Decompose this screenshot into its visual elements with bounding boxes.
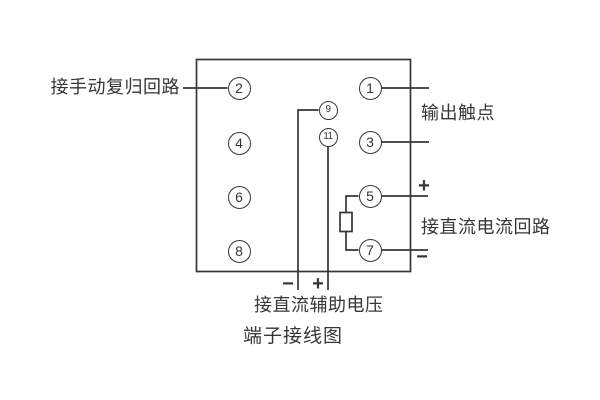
resistor-symbol bbox=[339, 211, 353, 233]
terminal-2: 2 bbox=[227, 76, 251, 100]
output-contact-label: 输出触点 bbox=[421, 103, 495, 123]
terminal-9: 9 bbox=[318, 100, 338, 120]
aux-plus-sign: + bbox=[312, 273, 324, 295]
terminal-6: 6 bbox=[227, 185, 251, 209]
terminal-5: 5 bbox=[358, 184, 382, 208]
wire-terminal-9 bbox=[297, 109, 319, 290]
terminal-1: 1 bbox=[358, 76, 382, 100]
terminal-11: 11 bbox=[318, 127, 338, 147]
terminal-4: 4 bbox=[227, 131, 251, 155]
aux-voltage-label: 接直流辅助电压 bbox=[254, 295, 384, 315]
aux-minus-sign: − bbox=[282, 273, 294, 295]
current-minus-sign: − bbox=[416, 246, 428, 268]
diagram-title: 端子接线图 bbox=[243, 326, 344, 347]
terminal-8: 8 bbox=[227, 239, 251, 263]
terminal-3: 3 bbox=[358, 130, 382, 154]
terminal-7: 7 bbox=[358, 238, 382, 262]
dc-current-label: 接直流电流回路 bbox=[421, 217, 551, 237]
current-plus-sign: + bbox=[418, 175, 430, 197]
terminal-box-outline bbox=[195, 58, 412, 273]
manual-reset-label: 接手动复归回路 bbox=[50, 77, 180, 97]
